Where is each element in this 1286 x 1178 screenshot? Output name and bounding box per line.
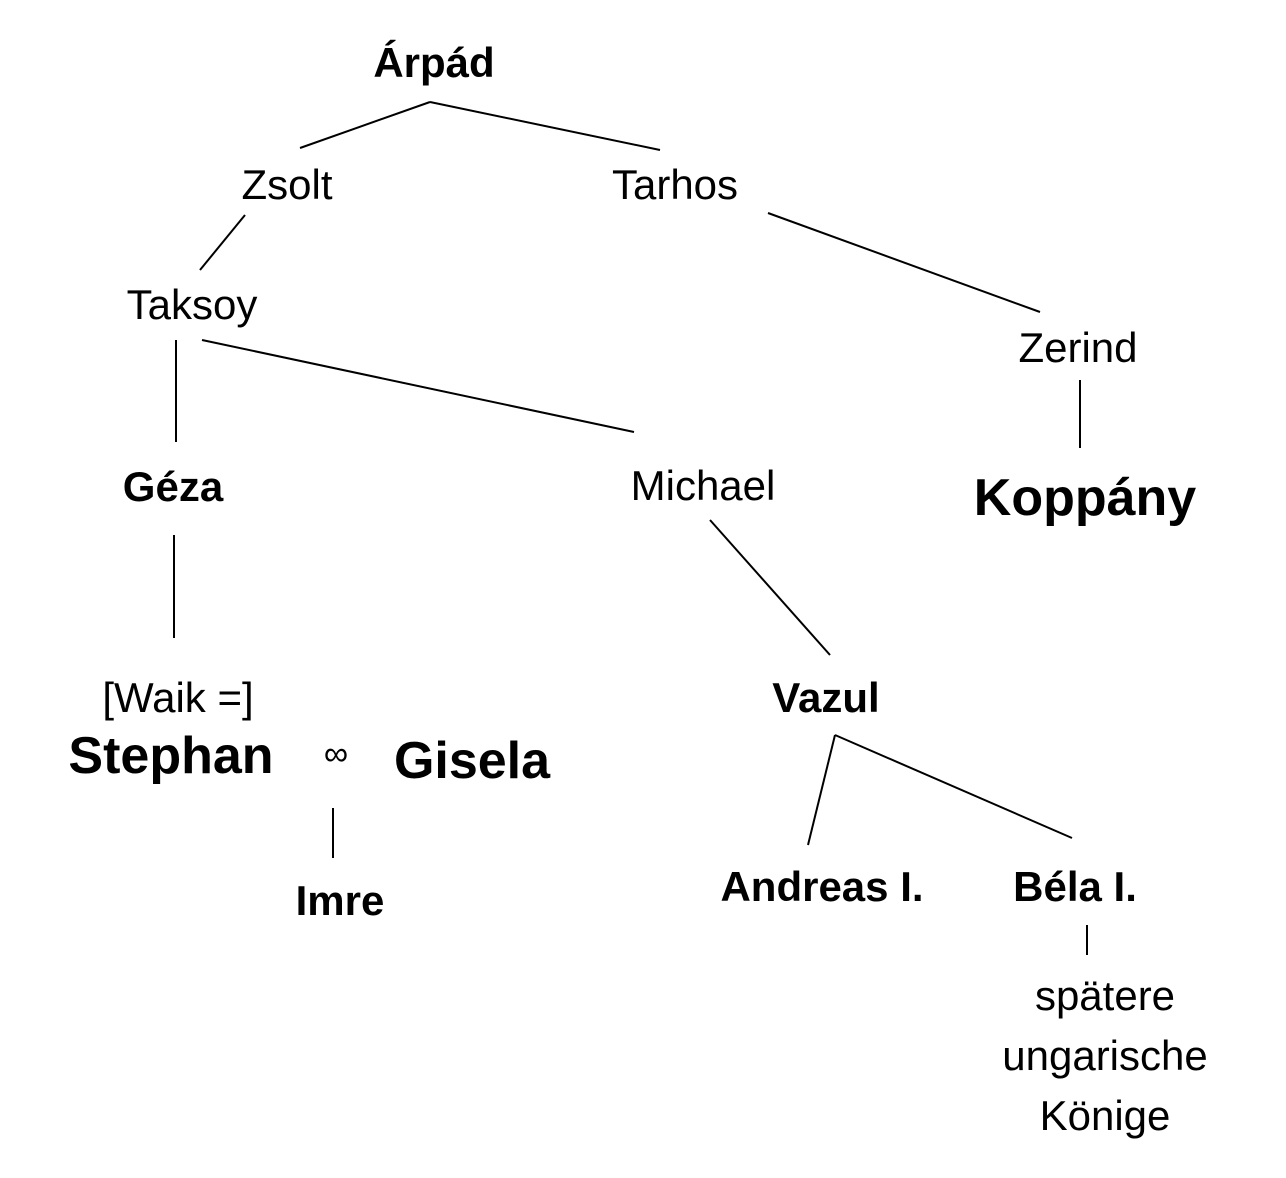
node-koppany: Koppány: [973, 469, 1197, 527]
later-kings-line: spätere: [1034, 972, 1176, 1019]
edge-zsolt-taksoy: [199, 214, 246, 271]
edge-vazul-bela: [834, 734, 1073, 839]
edge-arpad-zsolt: [299, 101, 431, 149]
node-waik: [Waik =]: [102, 674, 254, 721]
node-gisela: Gisela: [393, 732, 551, 790]
node-later-kings: spätere ungarische Könige: [1002, 966, 1207, 1146]
later-kings-line: ungarische: [1002, 1032, 1208, 1079]
edge-michael-vazul: [709, 519, 831, 656]
edge-taksoy-michael: [201, 339, 635, 433]
node-stephan: Stephan: [68, 727, 274, 785]
later-kings-line: Könige: [1039, 1092, 1171, 1139]
edge-tarhos-zerind: [767, 212, 1041, 313]
marriage-symbol: ∞: [323, 735, 349, 773]
node-michael: Michael: [630, 462, 776, 509]
node-arpad: Árpád: [373, 39, 495, 86]
node-geza: Géza: [122, 463, 224, 510]
node-imre: Imre: [295, 877, 385, 924]
node-tarhos: Tarhos: [611, 161, 739, 208]
node-zerind: Zerind: [1018, 324, 1138, 371]
edge-arpad-tarhos: [429, 101, 661, 151]
node-taksoy: Taksoy: [126, 281, 258, 328]
node-vazul: Vazul: [772, 674, 880, 721]
node-zsolt: Zsolt: [241, 161, 333, 208]
node-andreas: Andreas I.: [720, 863, 924, 910]
edge-vazul-andreas: [807, 734, 836, 846]
node-bela: Béla I.: [1013, 863, 1137, 910]
